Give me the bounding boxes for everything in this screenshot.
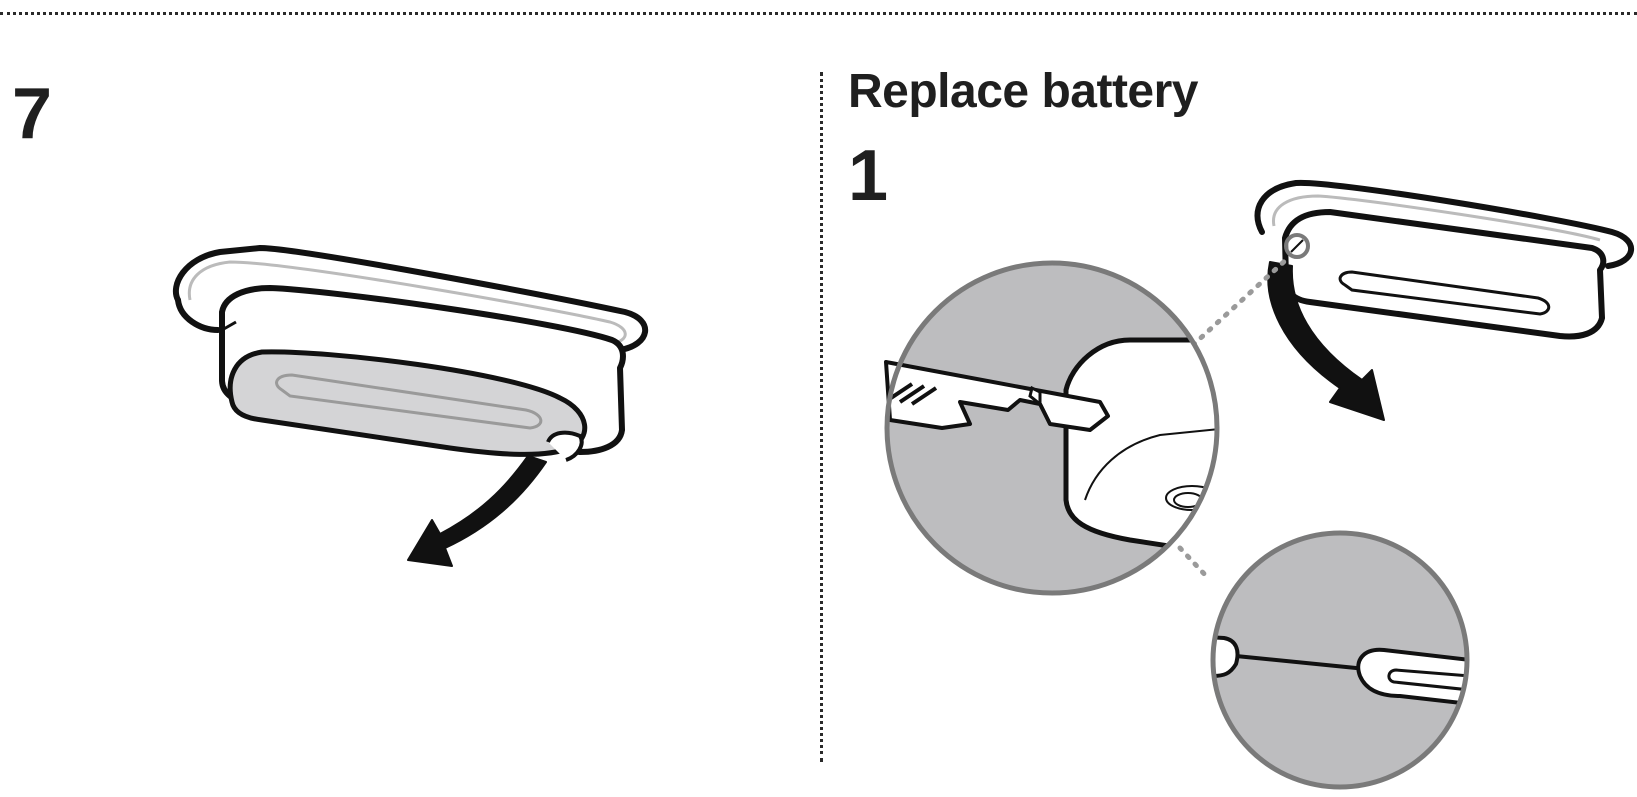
- zoom-circle-icon: [884, 260, 1220, 596]
- smoke-detector-icon: [1254, 179, 1635, 340]
- zoom-circle-icon: [1210, 530, 1470, 790]
- latch-release-icon: [884, 360, 1110, 432]
- panel-divider: [820, 72, 823, 762]
- top-dotted-rule: [0, 12, 1637, 15]
- smoke-detector-icon: [172, 245, 648, 462]
- step-number-7: 7: [12, 74, 53, 154]
- curved-arrow-icon: [1267, 261, 1385, 421]
- curved-arrow-icon: [407, 455, 547, 567]
- step-number-1: 1: [848, 136, 889, 216]
- section-title: Replace battery: [848, 65, 1199, 118]
